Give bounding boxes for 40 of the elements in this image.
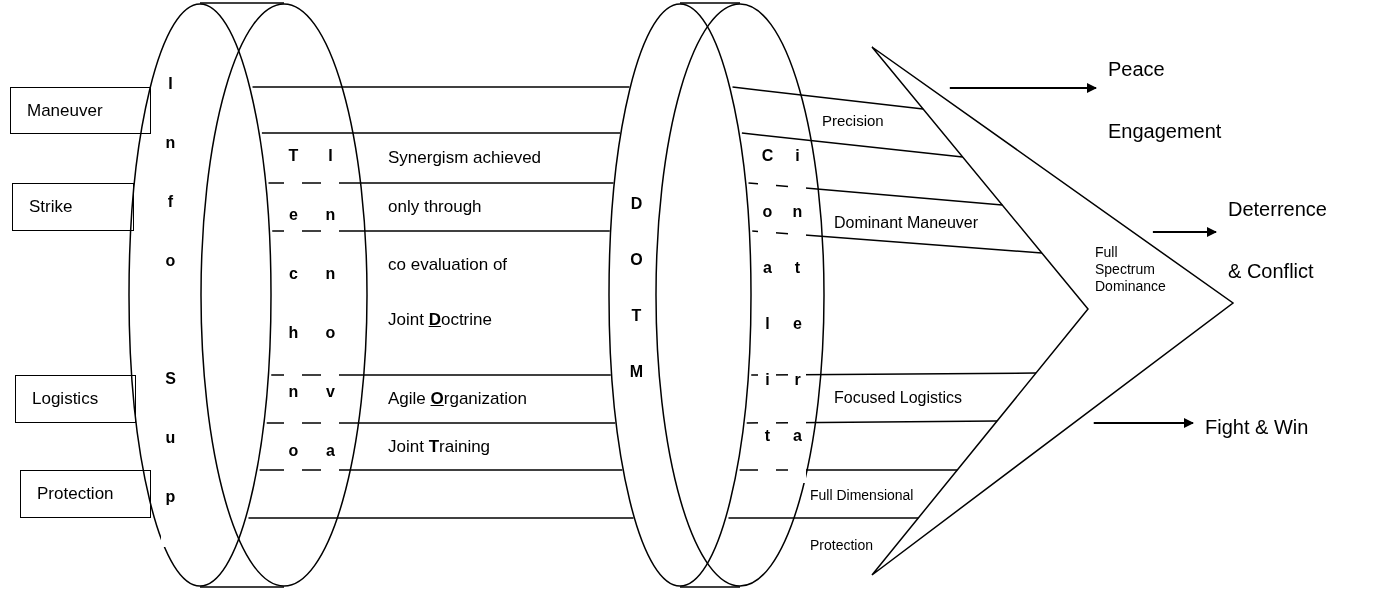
band-line: [258, 469, 624, 471]
band-label: Full Dimensional Protection: [810, 486, 915, 555]
outcome-label: Deterrence & Conflict: [1228, 197, 1328, 284]
band-line: [727, 517, 920, 519]
band-label: Focused Logistics: [834, 388, 963, 408]
label-box: [12, 183, 134, 231]
box-label: Protection: [36, 484, 114, 504]
text-line: Agile Organization: [388, 389, 527, 409]
band-line: [270, 374, 612, 376]
band-line: [751, 230, 1043, 254]
arrow: [1151, 227, 1217, 237]
text-line: Joint Training: [388, 437, 491, 457]
band-line: [261, 132, 621, 134]
text-line: only through: [388, 197, 482, 217]
arrow: [1092, 418, 1194, 428]
text-line: Joint Doctrine: [388, 310, 492, 330]
box-label: Logistics: [31, 389, 99, 409]
band-line: [265, 422, 617, 424]
box-label: Maneuver: [26, 100, 103, 121]
band-line: [741, 132, 964, 158]
text-line: Synergism achieved: [388, 148, 542, 168]
band-line: [731, 86, 924, 110]
band-label: Dominant Maneuver: [834, 213, 979, 233]
outcome-label: Fight & Win: [1205, 415, 1310, 440]
band-line: [271, 230, 611, 232]
box-label: Strike: [28, 197, 73, 217]
arrow: [948, 83, 1097, 93]
label-box: [20, 470, 151, 518]
vertical-text: intera: [788, 147, 806, 483]
chevron-label: Full Spectrum Dominance: [1095, 244, 1167, 295]
outcome-label: Peace Engagement: [1108, 57, 1223, 144]
band-line: [750, 372, 1037, 376]
band-line: [247, 517, 635, 519]
label-box: [15, 375, 136, 423]
label-box: [10, 87, 151, 134]
vertical-text: Info Sup: [161, 75, 179, 547]
band-label: Precision: [822, 111, 884, 131]
band-line: [251, 86, 631, 88]
text-line: co evaluation of: [388, 255, 508, 275]
band-line: [267, 182, 615, 184]
